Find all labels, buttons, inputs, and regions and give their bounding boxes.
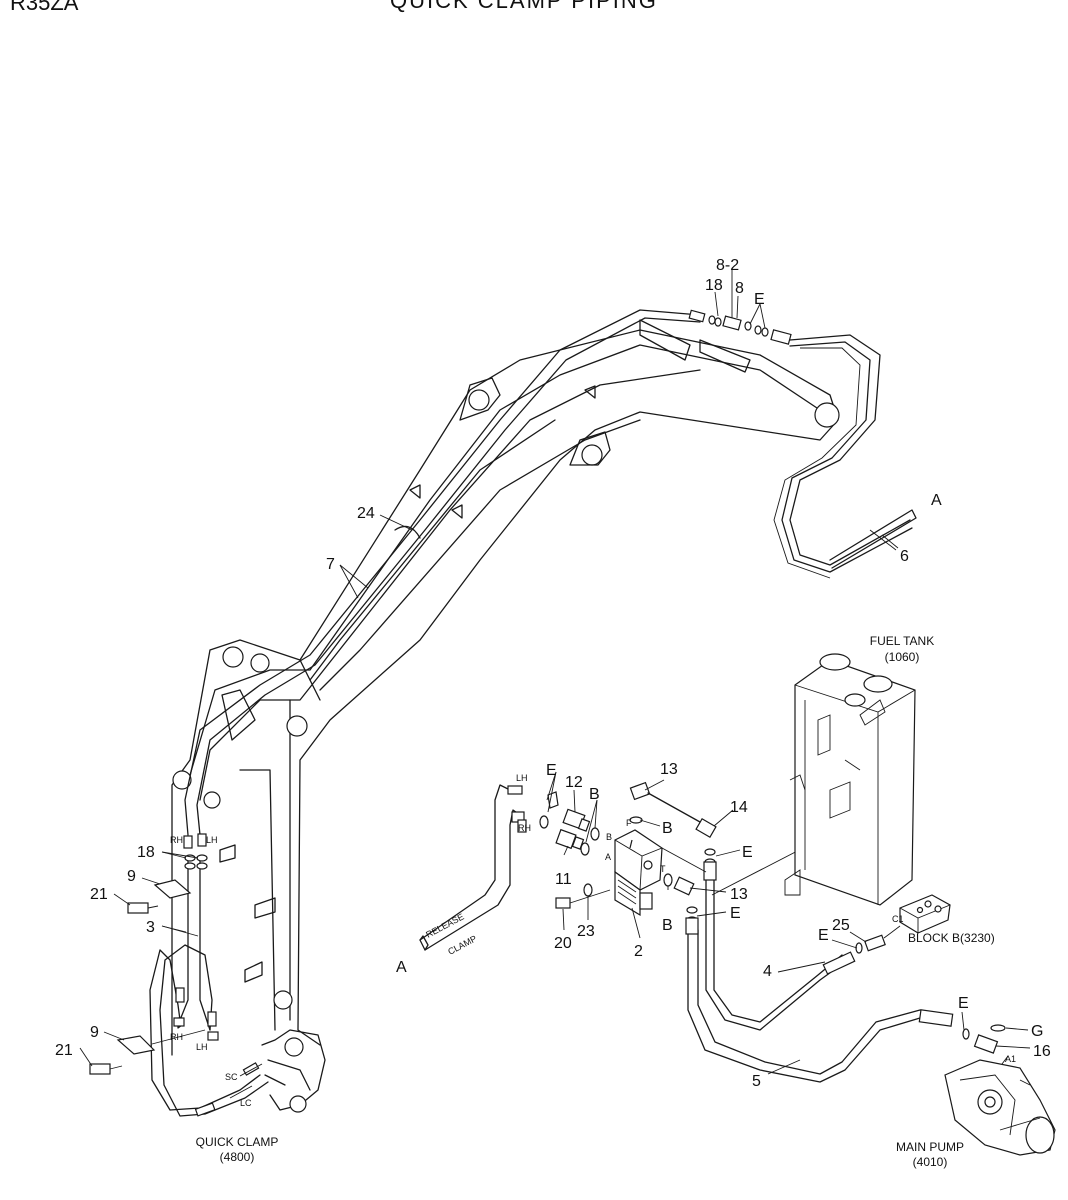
- quick-clamp-label: QUICK CLAMP: [196, 1135, 279, 1149]
- callout-E-lower: E: [730, 905, 741, 922]
- callout-E-block: E: [818, 927, 829, 944]
- block-b-label: BLOCK B(3230): [908, 931, 995, 945]
- callout-9-upper: 9: [127, 868, 136, 885]
- boom-drawing: [171, 319, 840, 1113]
- callout-20: 20: [554, 935, 572, 952]
- top-fittings: [688, 268, 792, 345]
- callout-14: 14: [730, 799, 748, 816]
- arm-hoses: [184, 309, 917, 836]
- callout-B-lower: B: [662, 917, 673, 934]
- callout-11: 11: [555, 871, 572, 888]
- callout-G: G: [1031, 1023, 1043, 1040]
- callout-25: 25: [832, 917, 850, 934]
- port-lh-arm: LH: [206, 835, 218, 845]
- callout-21-upper: 21: [90, 886, 108, 903]
- port-a: A: [605, 852, 611, 862]
- callout-8-2: 8-2: [716, 257, 739, 274]
- port-t: T: [660, 864, 666, 874]
- lower-hoses: [79, 833, 269, 1117]
- callout-5: 5: [752, 1073, 761, 1090]
- callout-2: 2: [634, 943, 643, 960]
- valve-assembly: [419, 771, 954, 1083]
- callout-13-lower: 13: [730, 886, 748, 903]
- callout-18-left: 18: [137, 844, 155, 861]
- port-lh-lower: LH: [196, 1042, 208, 1052]
- fuel-tank-label: FUEL TANK: [870, 634, 934, 648]
- callout-A-left: A: [396, 959, 407, 976]
- callout-E-pump: E: [958, 995, 969, 1012]
- callout-24: 24: [357, 505, 375, 522]
- callout-E-top: E: [754, 291, 765, 308]
- port-lc: LC: [240, 1098, 252, 1108]
- callout-6: 6: [900, 548, 909, 565]
- callout-9-lower: 9: [90, 1024, 99, 1041]
- callout-8: 8: [735, 280, 744, 297]
- callout-4: 4: [763, 963, 772, 980]
- callout-7: 7: [326, 556, 335, 573]
- model-number: R35ZA: [10, 0, 79, 15]
- callout-18-top: 18: [705, 277, 723, 294]
- port-lh-valve: LH: [516, 773, 528, 783]
- fuel-tank-ref: (1060): [885, 650, 920, 664]
- port-rh-arm: RH: [170, 835, 183, 845]
- main-pump-ref: (4010): [913, 1155, 948, 1169]
- label-release: RELEASE: [424, 911, 465, 939]
- main-pump-drawing: [767, 1011, 1056, 1156]
- quick-clamp-ref: (4800): [220, 1150, 255, 1164]
- callout-16: 16: [1033, 1043, 1051, 1060]
- callout-21-lower: 21: [55, 1042, 73, 1059]
- callout-E-14: E: [742, 844, 753, 861]
- callout-B-mid: B: [662, 820, 673, 837]
- callout-A-right: A: [931, 492, 942, 509]
- label-clamp: CLAMP: [446, 933, 478, 956]
- callout-B-upper: B: [589, 786, 600, 803]
- callout-12: 12: [565, 774, 583, 791]
- port-rh-valve: RH: [518, 823, 531, 833]
- diagram-title: QUICK CLAMP PIPING: [390, 0, 658, 13]
- callout-23: 23: [577, 923, 595, 940]
- callout-13-upper: 13: [660, 761, 678, 778]
- clamp-24: [339, 514, 899, 599]
- port-c1: C1: [892, 914, 904, 924]
- port-rh-lower: RH: [170, 1032, 183, 1042]
- port-sc: SC: [225, 1072, 238, 1082]
- callout-numbers: 8-2 18 8 E A 6 24 7 18 9 21 3 9 21 E 12 …: [55, 257, 1051, 1090]
- port-f: F: [626, 818, 632, 828]
- port-a1: A1: [1005, 1054, 1016, 1064]
- port-b: B: [606, 832, 612, 842]
- callout-3: 3: [146, 919, 155, 936]
- fuel-tank-drawing: [784, 653, 916, 906]
- callout-E-valve: E: [546, 762, 557, 779]
- main-pump-label: MAIN PUMP: [896, 1140, 964, 1154]
- block-b-drawing: [777, 894, 951, 973]
- component-labels: FUEL TANK (1060) BLOCK B(3230) QUICK CLA…: [196, 634, 995, 1169]
